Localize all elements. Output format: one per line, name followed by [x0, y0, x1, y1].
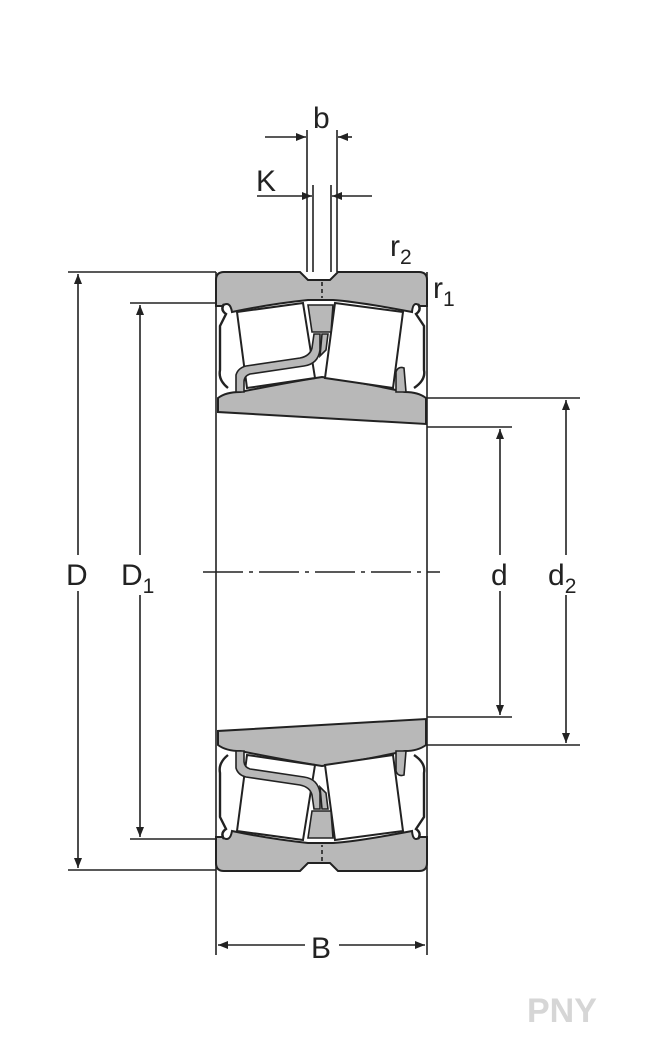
- label-D1: D1: [121, 559, 154, 598]
- watermark: PNY: [527, 992, 597, 1030]
- label-r2: r2: [390, 230, 412, 269]
- label-d: d: [491, 559, 508, 592]
- label-B: B: [311, 932, 331, 965]
- label-K: K: [256, 165, 276, 198]
- label-b: b: [313, 102, 330, 135]
- lower-section: [214, 717, 429, 873]
- label-D: D: [66, 559, 88, 592]
- upper-section: [214, 270, 429, 426]
- label-d2: d2: [548, 559, 576, 598]
- label-r1: r1: [433, 272, 455, 311]
